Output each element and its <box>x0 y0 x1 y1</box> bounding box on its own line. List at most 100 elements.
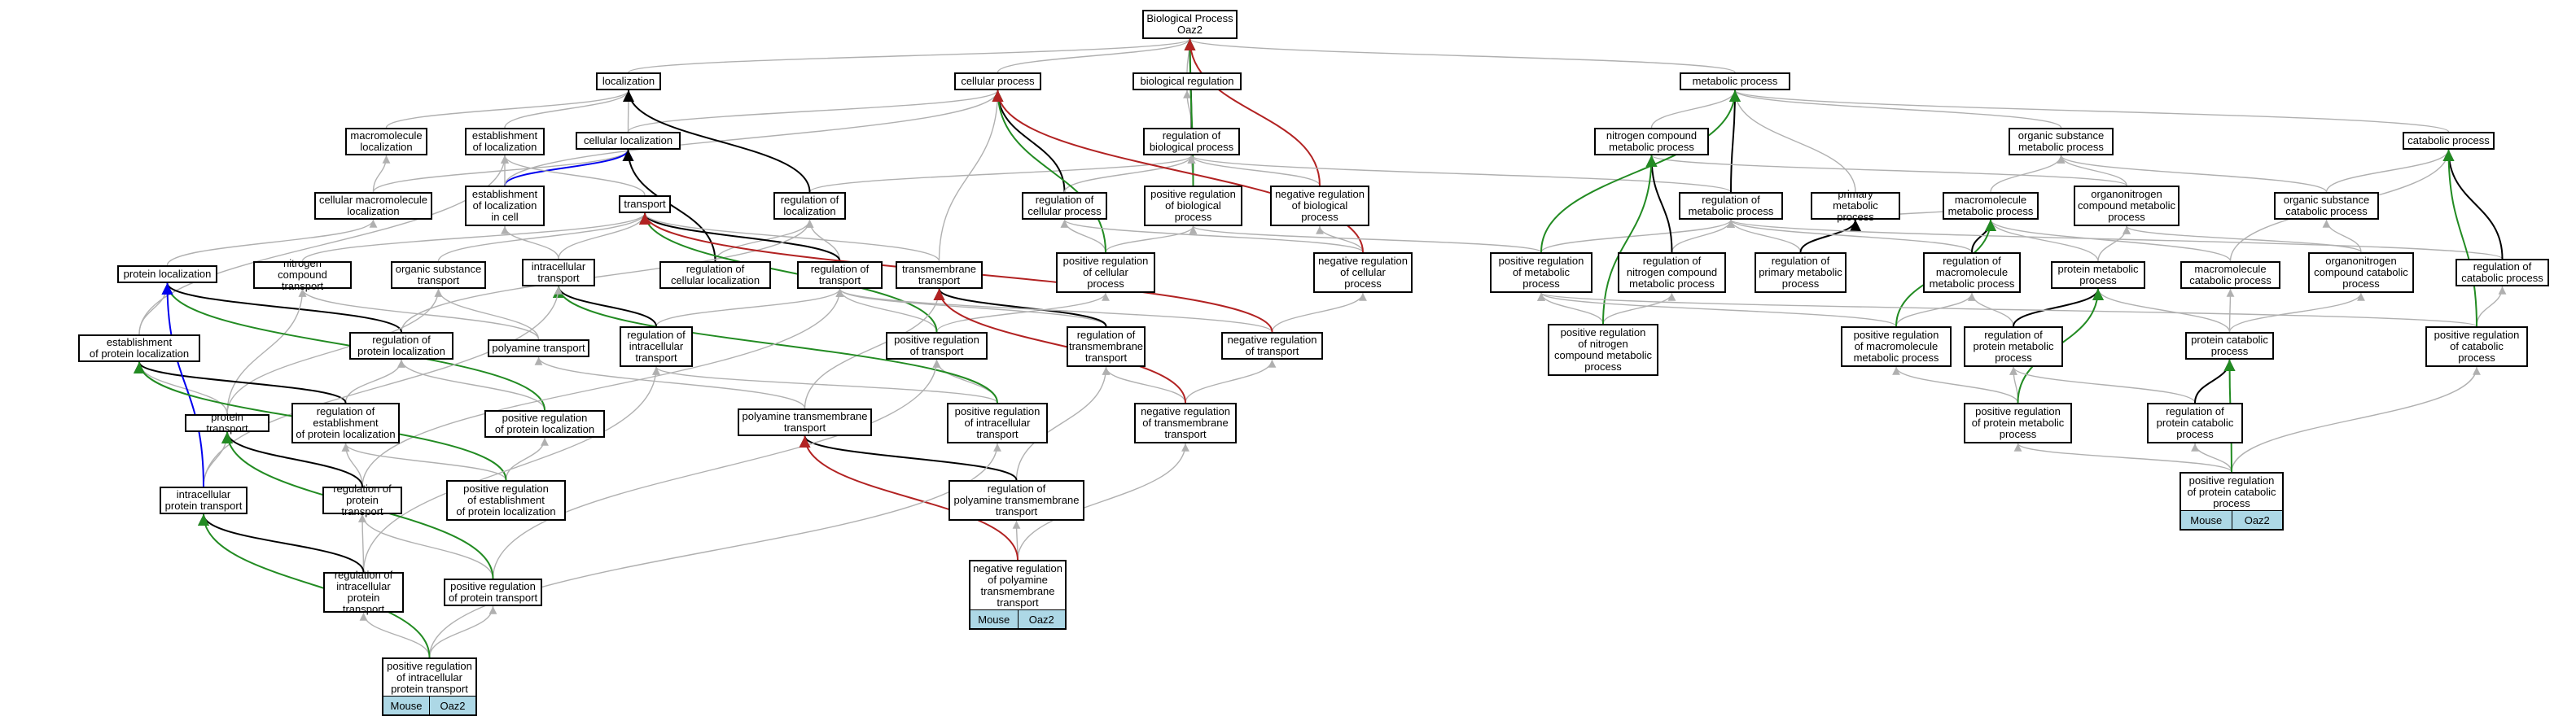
go-term-regmp[interactable]: regulation of metabolic process <box>1679 192 1783 220</box>
annotated-term-negrpolytmt[interactable]: negative regulation of polyamine transme… <box>969 560 1067 630</box>
go-term-cmloc[interactable]: cellular macromolecule localization <box>314 192 432 220</box>
edge-regicpt-to-icpt <box>198 513 365 573</box>
go-term-label: regulation of cellular process <box>1027 194 1102 217</box>
go-term-label: regulation of intracellular transport <box>627 329 686 364</box>
edge-catp-to-mp <box>1731 90 2450 133</box>
go-term-regloc[interactable]: regulation of localization <box>773 192 846 220</box>
go-term-tmtrans[interactable]: transmembrane transport <box>896 261 983 289</box>
go-term-osmp[interactable]: organic substance metabolic process <box>2009 128 2114 155</box>
go-term-maccp[interactable]: macromolecule catabolic process <box>2180 261 2280 289</box>
go-term-mp[interactable]: metabolic process <box>1680 72 1790 90</box>
go-term-icpt[interactable]: intracellular protein transport <box>160 487 248 514</box>
edge-regtmt-to-tmtrans <box>933 288 1107 327</box>
go-term-posrcp[interactable]: positive regulation of cellular process <box>1056 252 1155 293</box>
go-term-regprimp[interactable]: regulation of primary metabolic process <box>1755 252 1847 293</box>
go-term-protloc[interactable]: protein localization <box>117 265 217 283</box>
go-term-regcl[interactable]: regulation of cellular localization <box>659 261 771 289</box>
go-term-regprotcp[interactable]: regulation of protein catabolic process <box>2147 403 2243 443</box>
go-term-estloc[interactable]: establishment of localization <box>465 128 545 155</box>
go-term-label: regulation of transport <box>810 263 870 286</box>
go-term-regicpt[interactable]: regulation of intracellular protein tran… <box>323 570 404 615</box>
go-term-catp[interactable]: catabolic process <box>2403 132 2495 150</box>
go-term-regpolytmt[interactable]: regulation of polyamine transmembrane tr… <box>948 480 1084 521</box>
go-term-polytrans[interactable]: polyamine transport <box>488 339 589 357</box>
go-term-label: catabolic process <box>2407 134 2490 146</box>
edge-protcp-to-protmp <box>2094 288 2231 333</box>
go-term-regtmt[interactable]: regulation of transmembrane transport <box>1067 326 1146 367</box>
go-term-regcatp[interactable]: regulation of catabolic process <box>2456 259 2549 286</box>
go-term-br[interactable]: biological regulation <box>1132 72 1242 90</box>
go-term-regprotmp[interactable]: regulation of protein metabolic process <box>1964 326 2063 367</box>
go-term-regestpl[interactable]: regulation of establishment of protein l… <box>291 403 400 443</box>
go-term-negrcp[interactable]: negative regulation of cellular process <box>1313 252 1413 293</box>
go-term-macmp[interactable]: macromolecule metabolic process <box>1943 192 2039 220</box>
edge-negrtrans-to-negrcp <box>1271 292 1367 333</box>
go-term-regpt[interactable]: regulation of protein transport <box>322 483 402 518</box>
go-term-oscp[interactable]: organic substance catabolic process <box>2274 192 2379 220</box>
edge-posrpl-to-regprotloc <box>397 359 545 411</box>
go-term-ncmp[interactable]: nitrogen compound metabolic process <box>1594 128 1709 155</box>
go-term-ostrans[interactable]: organic substance transport <box>391 261 486 289</box>
go-term-label: organonitrogen compound metabolic proces… <box>2078 188 2175 223</box>
go-term-rbp[interactable]: regulation of biological process <box>1143 128 1240 155</box>
go-term-regmacmp[interactable]: regulation of macromolecule metabolic pr… <box>1923 252 2021 293</box>
go-term-posrmp[interactable]: positive regulation of metabolic process <box>1490 252 1592 293</box>
annotated-term-posrprotcp[interactable]: positive regulation of protein catabolic… <box>2180 472 2284 531</box>
go-term-posrestpl[interactable]: positive regulation of establishment of … <box>446 480 566 521</box>
go-term-prottrans[interactable]: protein transport <box>185 412 269 435</box>
edge-regestpl-to-regprotloc <box>344 359 405 404</box>
go-term-label: negative regulation of cellular process <box>1318 255 1408 290</box>
go-term-protmp[interactable]: protein metabolic process <box>2051 261 2145 289</box>
edge-regpt-to-prottrans <box>221 431 363 487</box>
go-term-regprotloc[interactable]: regulation of protein localization <box>349 332 453 360</box>
go-term-estprotloc[interactable]: establishment of protein localization <box>78 334 200 362</box>
go-term-label: regulation of establishment of protein l… <box>296 405 396 440</box>
edge-regpolytmt-to-regtmt <box>1015 366 1111 481</box>
go-term-posrbp[interactable]: positive regulation of biological proces… <box>1144 186 1242 226</box>
edge-negrbp-to-rbp <box>1187 155 1321 186</box>
go-term-label: metabolic process <box>1692 75 1778 87</box>
go-term-loc[interactable]: localization <box>596 72 661 90</box>
go-term-negrtmt[interactable]: negative regulation of transmembrane tra… <box>1134 403 1237 443</box>
go-term-oncmp[interactable]: organonitrogen compound metabolic proces… <box>2074 186 2180 226</box>
edge-negrtrans-to-regtrans <box>835 288 1273 333</box>
go-term-estlocc[interactable]: establishment of localization in cell <box>465 186 545 226</box>
go-term-label: macromolecule localization <box>350 129 423 153</box>
go-term-cp[interactable]: cellular process <box>954 72 1041 90</box>
go-term-protcp[interactable]: protein catabolic process <box>2185 332 2274 360</box>
gene-cell: Oaz2 <box>1017 610 1066 628</box>
go-term-transport[interactable]: transport <box>619 195 671 213</box>
edge-posrict-to-regict <box>652 366 998 404</box>
edge-protloc-to-cmloc <box>166 219 378 266</box>
go-term-posrcatp[interactable]: positive regulation of catabolic process <box>2425 326 2528 367</box>
go-term-negrtrans[interactable]: negative regulation of transport <box>1221 332 1323 360</box>
go-term-posrmacmp[interactable]: positive regulation of macromolecule met… <box>1841 326 1952 367</box>
go-term-regtrans[interactable]: regulation of transport <box>797 261 883 289</box>
edge-estloc-to-loc <box>504 90 633 129</box>
go-term-polytmt[interactable]: polyamine transmembrane transport <box>738 408 872 436</box>
go-term-posrtrans[interactable]: positive regulation of transport <box>886 332 988 360</box>
annotated-term-posricpt[interactable]: positive regulation of intracellular pro… <box>382 657 477 716</box>
go-term-posrncmp[interactable]: positive regulation of nitrogen compound… <box>1548 324 1658 376</box>
go-term-label: protein metabolic process <box>2057 263 2139 286</box>
go-term-negrbp[interactable]: negative regulation of biological proces… <box>1270 186 1369 226</box>
edge-posricpt-to-regicpt <box>359 612 431 658</box>
go-term-nctrans[interactable]: nitrogen compound transport <box>253 258 352 292</box>
go-term-regcp[interactable]: regulation of cellular process <box>1022 192 1107 220</box>
go-term-onccp[interactable]: organonitrogen compound catabolic proces… <box>2308 252 2414 293</box>
go-term-posrict[interactable]: positive regulation of intracellular tra… <box>947 403 1048 443</box>
edge-regprotloc-to-protloc <box>161 282 402 333</box>
go-term-posrprotmp[interactable]: positive regulation of protein metabolic… <box>1964 403 2072 443</box>
go-term-posrpl[interactable]: positive regulation of protein localizat… <box>484 410 605 438</box>
gene-cell: Oaz2 <box>2231 511 2283 529</box>
go-term-macloc[interactable]: macromolecule localization <box>345 128 427 155</box>
go-term-cellloc[interactable]: cellular localization <box>576 132 681 150</box>
go-term-regict[interactable]: regulation of intracellular transport <box>620 326 693 367</box>
organism-cell: Mouse <box>390 699 423 712</box>
go-term-label: regulation of metabolic process <box>1688 194 1774 217</box>
go-term-ictrans[interactable]: intracellular transport <box>522 259 595 286</box>
go-term-primp[interactable]: primary metabolic process <box>1811 189 1900 223</box>
go-term-regncmp[interactable]: regulation of nitrogen compound metaboli… <box>1618 252 1726 293</box>
go-term-bp[interactable]: Biological Process Oaz2 <box>1142 10 1238 39</box>
go-term-posrpt[interactable]: positive regulation of protein transport <box>444 579 542 606</box>
